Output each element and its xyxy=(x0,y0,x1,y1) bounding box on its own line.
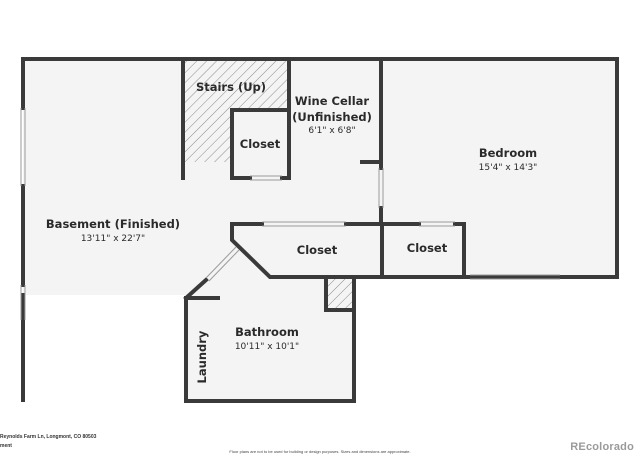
wine-cellar-dims: 6'1" x 6'8" xyxy=(308,126,355,136)
basement-label: Basement (Finished) xyxy=(46,217,180,231)
walls xyxy=(21,57,619,403)
floor-area xyxy=(23,59,617,401)
laundry-label: Laundry xyxy=(195,330,209,383)
stairs-label: Stairs (Up) xyxy=(196,80,266,94)
chase-hatch xyxy=(326,278,352,310)
bathroom-dims: 10'11" x 10'1" xyxy=(235,342,299,352)
wine-cellar-label-2: (Unfinished) xyxy=(292,110,372,124)
footer-address-tail: ment xyxy=(0,443,12,449)
wine-cellar-label: Wine Cellar xyxy=(295,94,370,108)
closet-stairs-label: Closet xyxy=(240,137,281,151)
bedroom-label: Bedroom xyxy=(479,146,537,160)
footer-disclaimer: Floor plans are not to be used for build… xyxy=(229,449,411,454)
basement-dims: 13'11" x 22'7" xyxy=(81,234,145,244)
bedroom-dims: 15'4" x 14'3" xyxy=(479,163,538,173)
bathroom-label: Bathroom xyxy=(235,325,299,339)
stairs-hatch xyxy=(183,59,289,162)
footer-address-block: Reynolds Farm Ln, Longmont, CO 80503 men… xyxy=(0,433,96,451)
closet-center-label: Closet xyxy=(297,243,338,257)
windows xyxy=(20,108,560,320)
watermark-logo: REcolorado xyxy=(570,441,634,453)
closet-right-label: Closet xyxy=(407,241,448,255)
footer-address: Reynolds Farm Ln, Longmont, CO 80503 xyxy=(0,434,97,440)
